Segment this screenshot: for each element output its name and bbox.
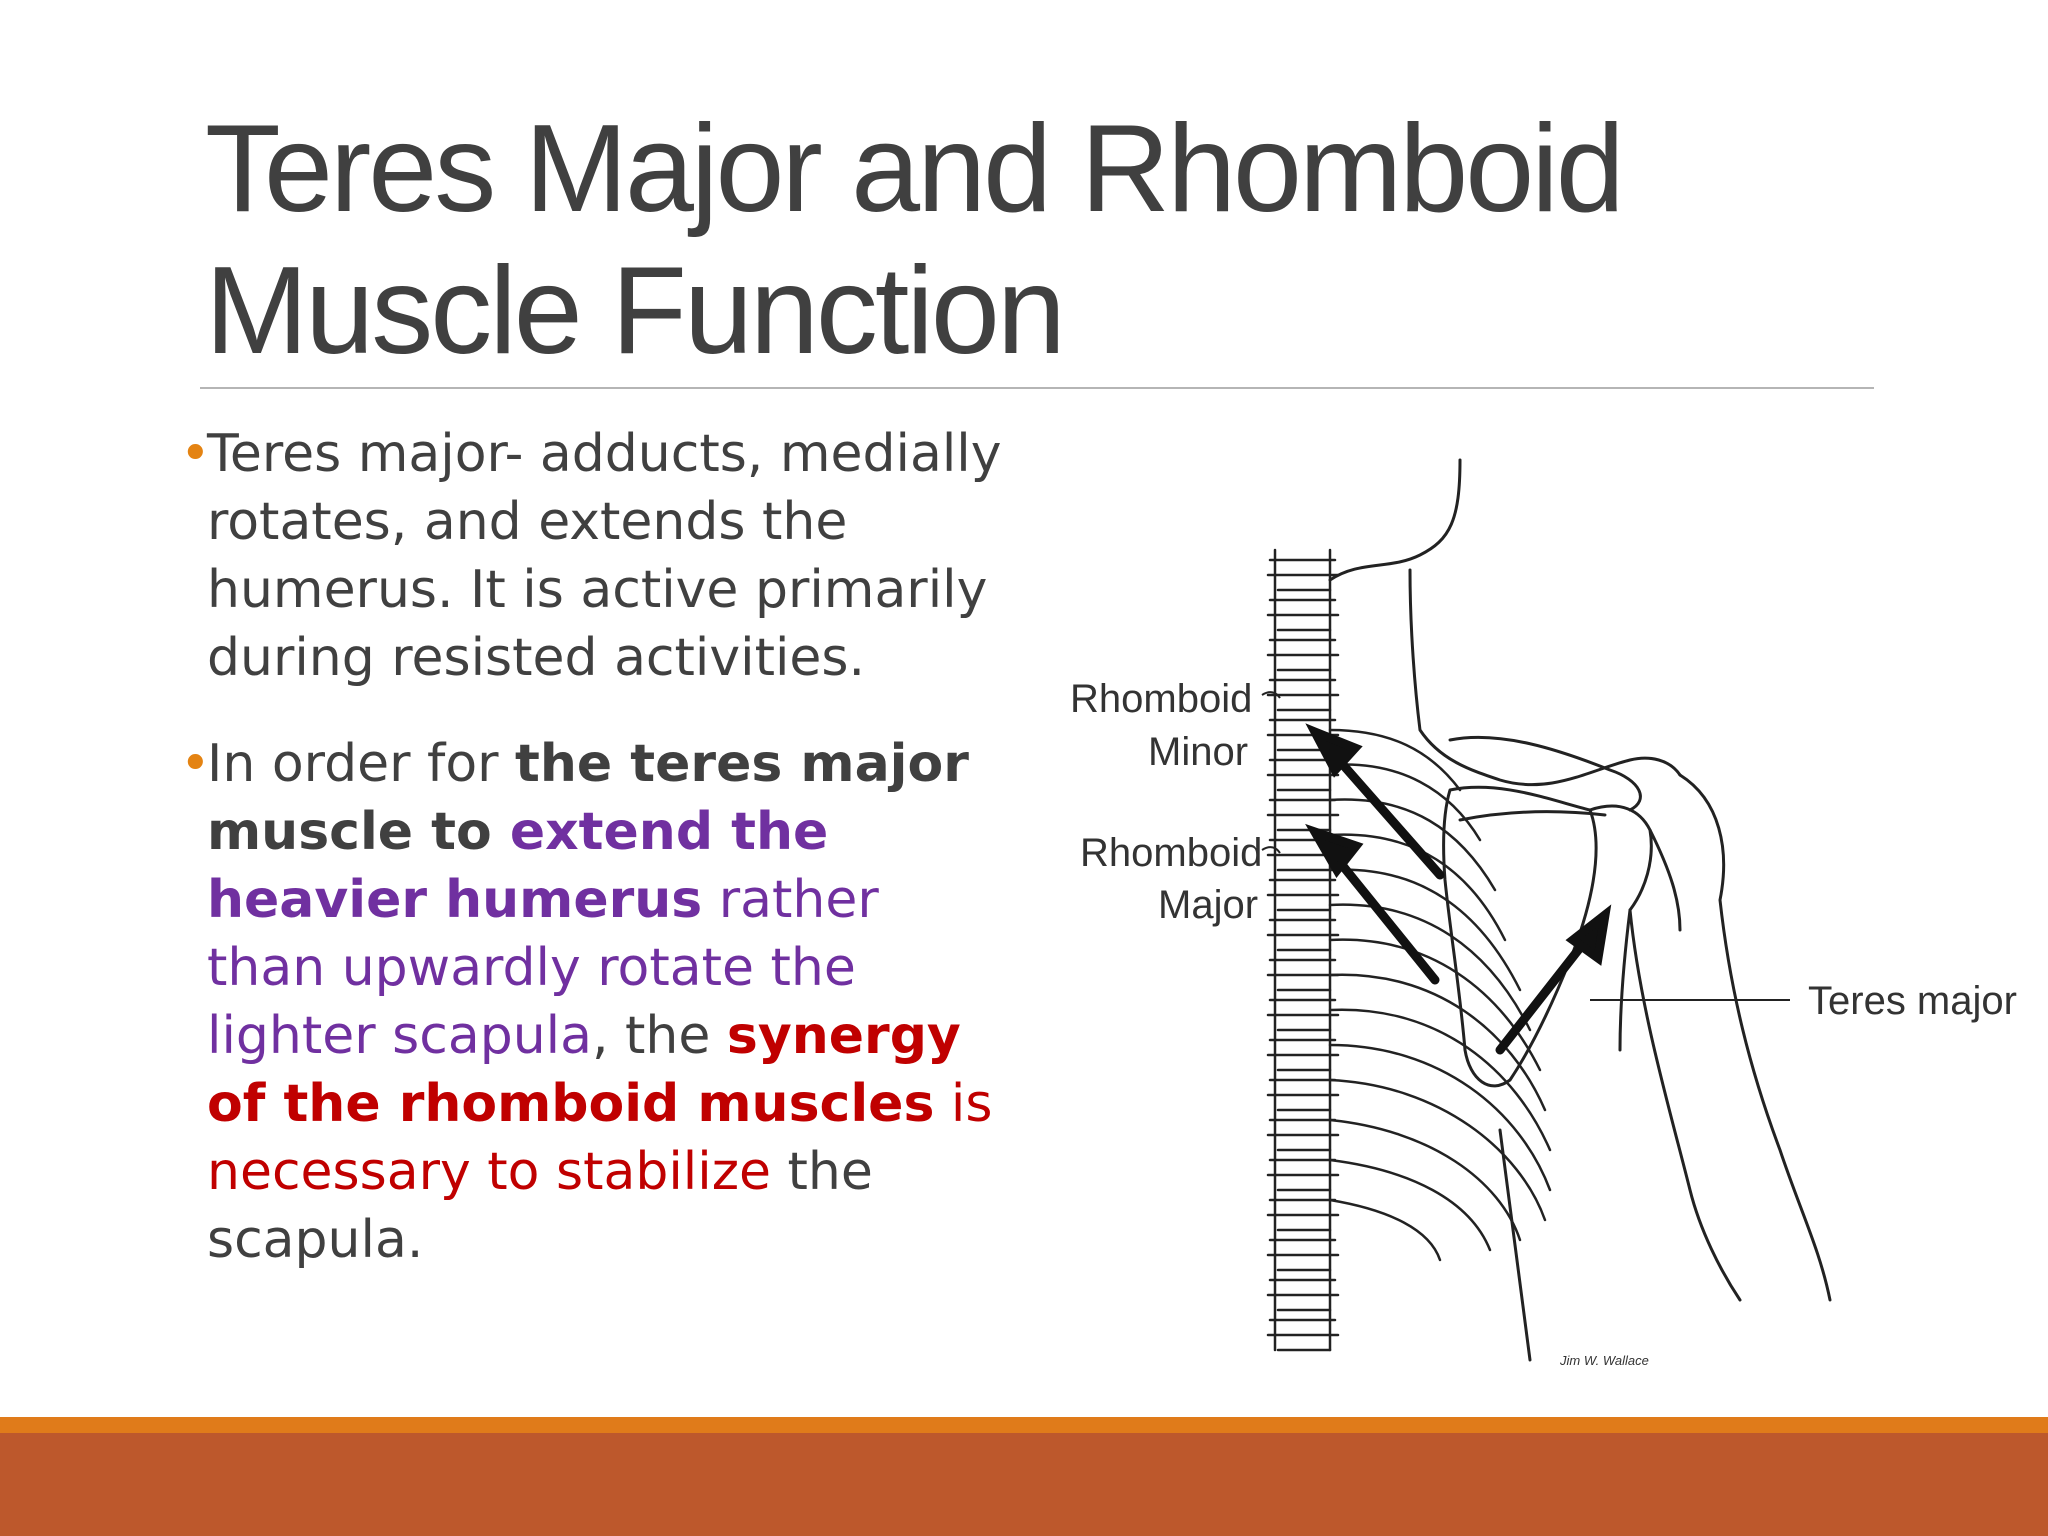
bullet-item-rhomboid-synergy: • In order for the teres major muscle to… [180, 730, 1010, 1274]
arm-outline-inner [1628, 908, 1742, 1302]
arrow-teres-major [1495, 930, 1595, 1055]
bullet-text: Teres major- adducts, medially rotates, … [207, 424, 1002, 688]
leader-rhomboid-major [1261, 846, 1281, 854]
arrow-rhomboid-major [1325, 845, 1440, 985]
slide-title: Teres Major and Rhomboid Muscle Function [205, 98, 1805, 382]
bullet-text-bold-red: synergy of the rhomboid muscles [207, 1006, 961, 1134]
bullet-text-segment: , the [591, 1006, 727, 1066]
neck-outline [1328, 458, 1462, 582]
bullet-text-red: is necessary to stabilize [207, 1074, 993, 1202]
spine [1266, 548, 1340, 1352]
arrow-teres-major-head [1565, 904, 1612, 966]
label-teres-major: Teres major [1808, 979, 2017, 1023]
arrow-rhomboid-major-head [1305, 823, 1364, 878]
footer-bar-orange [0, 1417, 2048, 1433]
title-divider [200, 387, 1874, 389]
anatomy-diagram: Rhomboid Minor Rhomboid Major Teres majo… [1030, 430, 2030, 1410]
illustrator-signature: Jim W. Wallace [1559, 1353, 1649, 1368]
leader-rhomboid-minor [1261, 691, 1281, 699]
bullet-text-purple: rather than upwardly rotate the lighter … [207, 870, 879, 1066]
bullet-text-bold: the teres major muscle to [207, 734, 969, 862]
arrow-rhomboid-minor-head [1305, 723, 1363, 778]
arrow-rhomboid-minor [1325, 745, 1445, 880]
scapula-spine [1458, 810, 1607, 822]
shoulder-anatomy-illustration: Rhomboid Minor Rhomboid Major Teres majo… [1070, 458, 2017, 1368]
bullet-text-segment: In order for [207, 734, 516, 794]
bullet-text-bold-purple: extend the heavier humerus [207, 802, 829, 930]
ribcage [1328, 728, 1552, 1262]
clavicle [1448, 735, 1642, 812]
bullet-list: • Teres major- adducts, medially rotates… [180, 420, 1010, 1312]
title-line-1: Teres Major and Rhomboid [205, 100, 1625, 238]
humerus [1588, 804, 1653, 1052]
label-rhomboid-major-line1: Rhomboid [1080, 831, 1262, 875]
bullet-marker: • [180, 734, 211, 794]
arm-outline [1678, 773, 1832, 1302]
label-rhomboid-minor-line2: Minor [1148, 730, 1248, 774]
bullet-marker: • [180, 424, 211, 484]
bullet-text-segment: the scapula. [207, 1142, 873, 1270]
title-line-2: Muscle Function [205, 242, 1066, 380]
neck-outline-back [1408, 568, 1682, 787]
label-rhomboid-minor-line1: Rhomboid [1070, 677, 1252, 721]
scapula [1442, 785, 1598, 1088]
torso-outline [1498, 1128, 1532, 1362]
bullet-item-teres-major: • Teres major- adducts, medially rotates… [180, 420, 1010, 692]
label-rhomboid-major-line2: Major [1158, 883, 1258, 927]
footer-bar-rust [0, 1433, 2048, 1536]
